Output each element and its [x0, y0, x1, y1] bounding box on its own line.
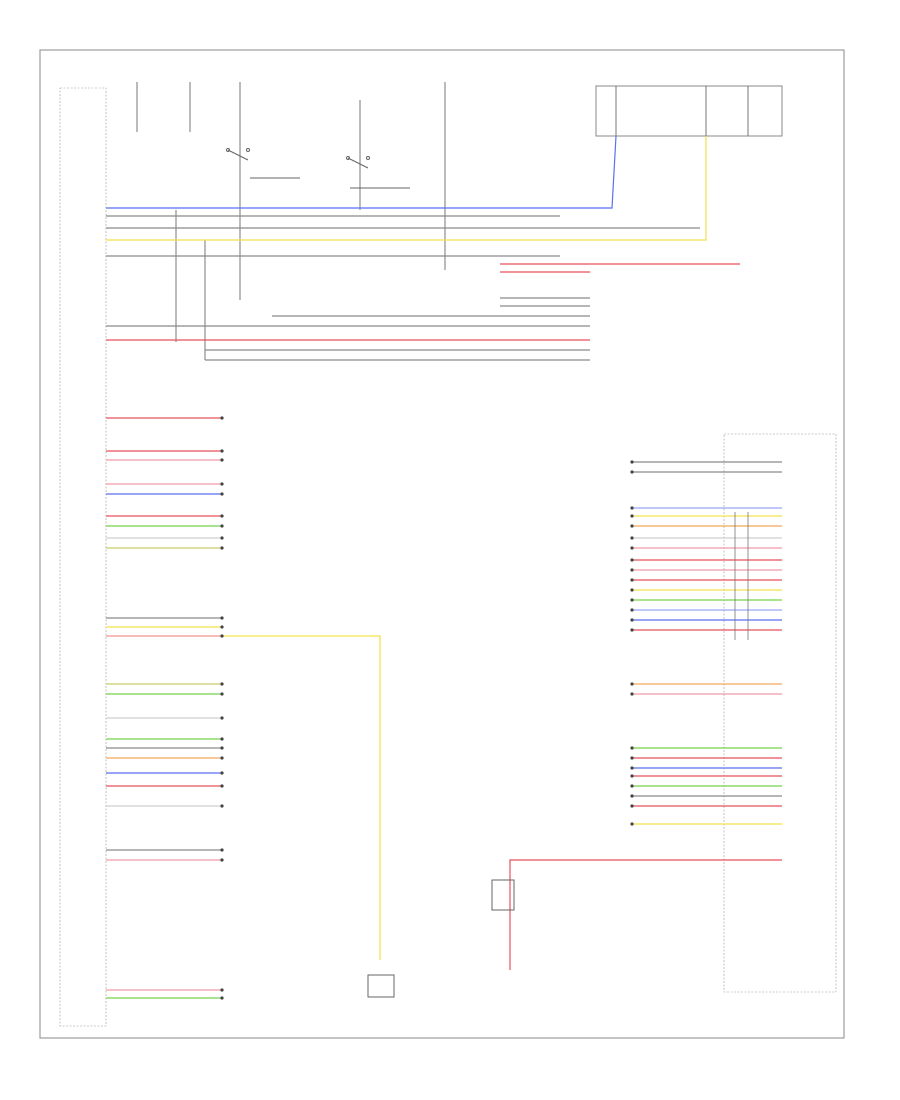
switch-symbols — [226, 148, 410, 189]
right-pin-10 — [630, 578, 634, 582]
left-pin-13 — [220, 682, 224, 686]
right-pin-12 — [630, 598, 634, 602]
left-module-outline — [59, 87, 107, 1027]
right-pin-15 — [630, 628, 634, 632]
right-pin-9 — [630, 568, 634, 572]
left-pin-6 — [220, 514, 224, 518]
right-pin-13 — [630, 608, 634, 612]
left-pin-8 — [220, 536, 224, 540]
right-bracket — [734, 512, 749, 640]
left-pin-21 — [220, 804, 224, 808]
right-pin-16 — [630, 682, 634, 686]
right-pin-7 — [630, 546, 634, 550]
right-pin-24 — [630, 804, 634, 808]
left-pin-20 — [220, 784, 224, 788]
left-pin-16 — [220, 737, 224, 741]
relay-box-outline — [595, 85, 783, 137]
left-pin-11 — [220, 625, 224, 629]
right-pin-11 — [630, 588, 634, 592]
left-pin-23 — [220, 858, 224, 862]
left-pin-1 — [220, 416, 224, 420]
left-pin-10 — [220, 616, 224, 620]
left-pin-19 — [220, 771, 224, 775]
top-leads — [136, 82, 749, 360]
left-pin-5 — [220, 492, 224, 496]
top-bus-wires — [106, 135, 740, 361]
left-pin-15 — [220, 716, 224, 720]
right-pin-21 — [630, 774, 634, 778]
right-pin-6 — [630, 536, 634, 540]
left-pin-22 — [220, 848, 224, 852]
left-row-wires — [106, 416, 224, 1000]
lower-sensor — [491, 879, 515, 911]
page-frame — [39, 49, 845, 1039]
right-row-wires — [630, 460, 782, 826]
red-run — [509, 859, 782, 970]
right-pin-5 — [630, 524, 634, 528]
left-pin-14 — [220, 692, 224, 696]
left-pin-12 — [220, 634, 224, 638]
right-pin-8 — [630, 558, 634, 562]
right-pin-14 — [630, 618, 634, 622]
left-pin-7 — [220, 524, 224, 528]
left-pin-2 — [220, 449, 224, 453]
lower-connector-left — [367, 974, 395, 998]
right-pin-17 — [630, 692, 634, 696]
right-pin-22 — [630, 784, 634, 788]
right-pin-4 — [630, 514, 634, 518]
left-pin-9 — [220, 546, 224, 550]
left-pin-4 — [220, 482, 224, 486]
right-pin-18 — [630, 746, 634, 750]
right-pin-3 — [630, 506, 634, 510]
right-pin-2 — [630, 470, 634, 474]
right-pin-1 — [630, 460, 634, 464]
left-pin-3 — [220, 458, 224, 462]
right-pin-23 — [630, 794, 634, 798]
right-pin-19 — [630, 756, 634, 760]
right-pin-20 — [630, 766, 634, 770]
left-pin-25 — [220, 996, 224, 1000]
right-module-outline — [723, 433, 837, 993]
left-pin-24 — [220, 988, 224, 992]
left-pin-17 — [220, 746, 224, 750]
left-pin-18 — [220, 756, 224, 760]
right-pin-25 — [630, 822, 634, 826]
